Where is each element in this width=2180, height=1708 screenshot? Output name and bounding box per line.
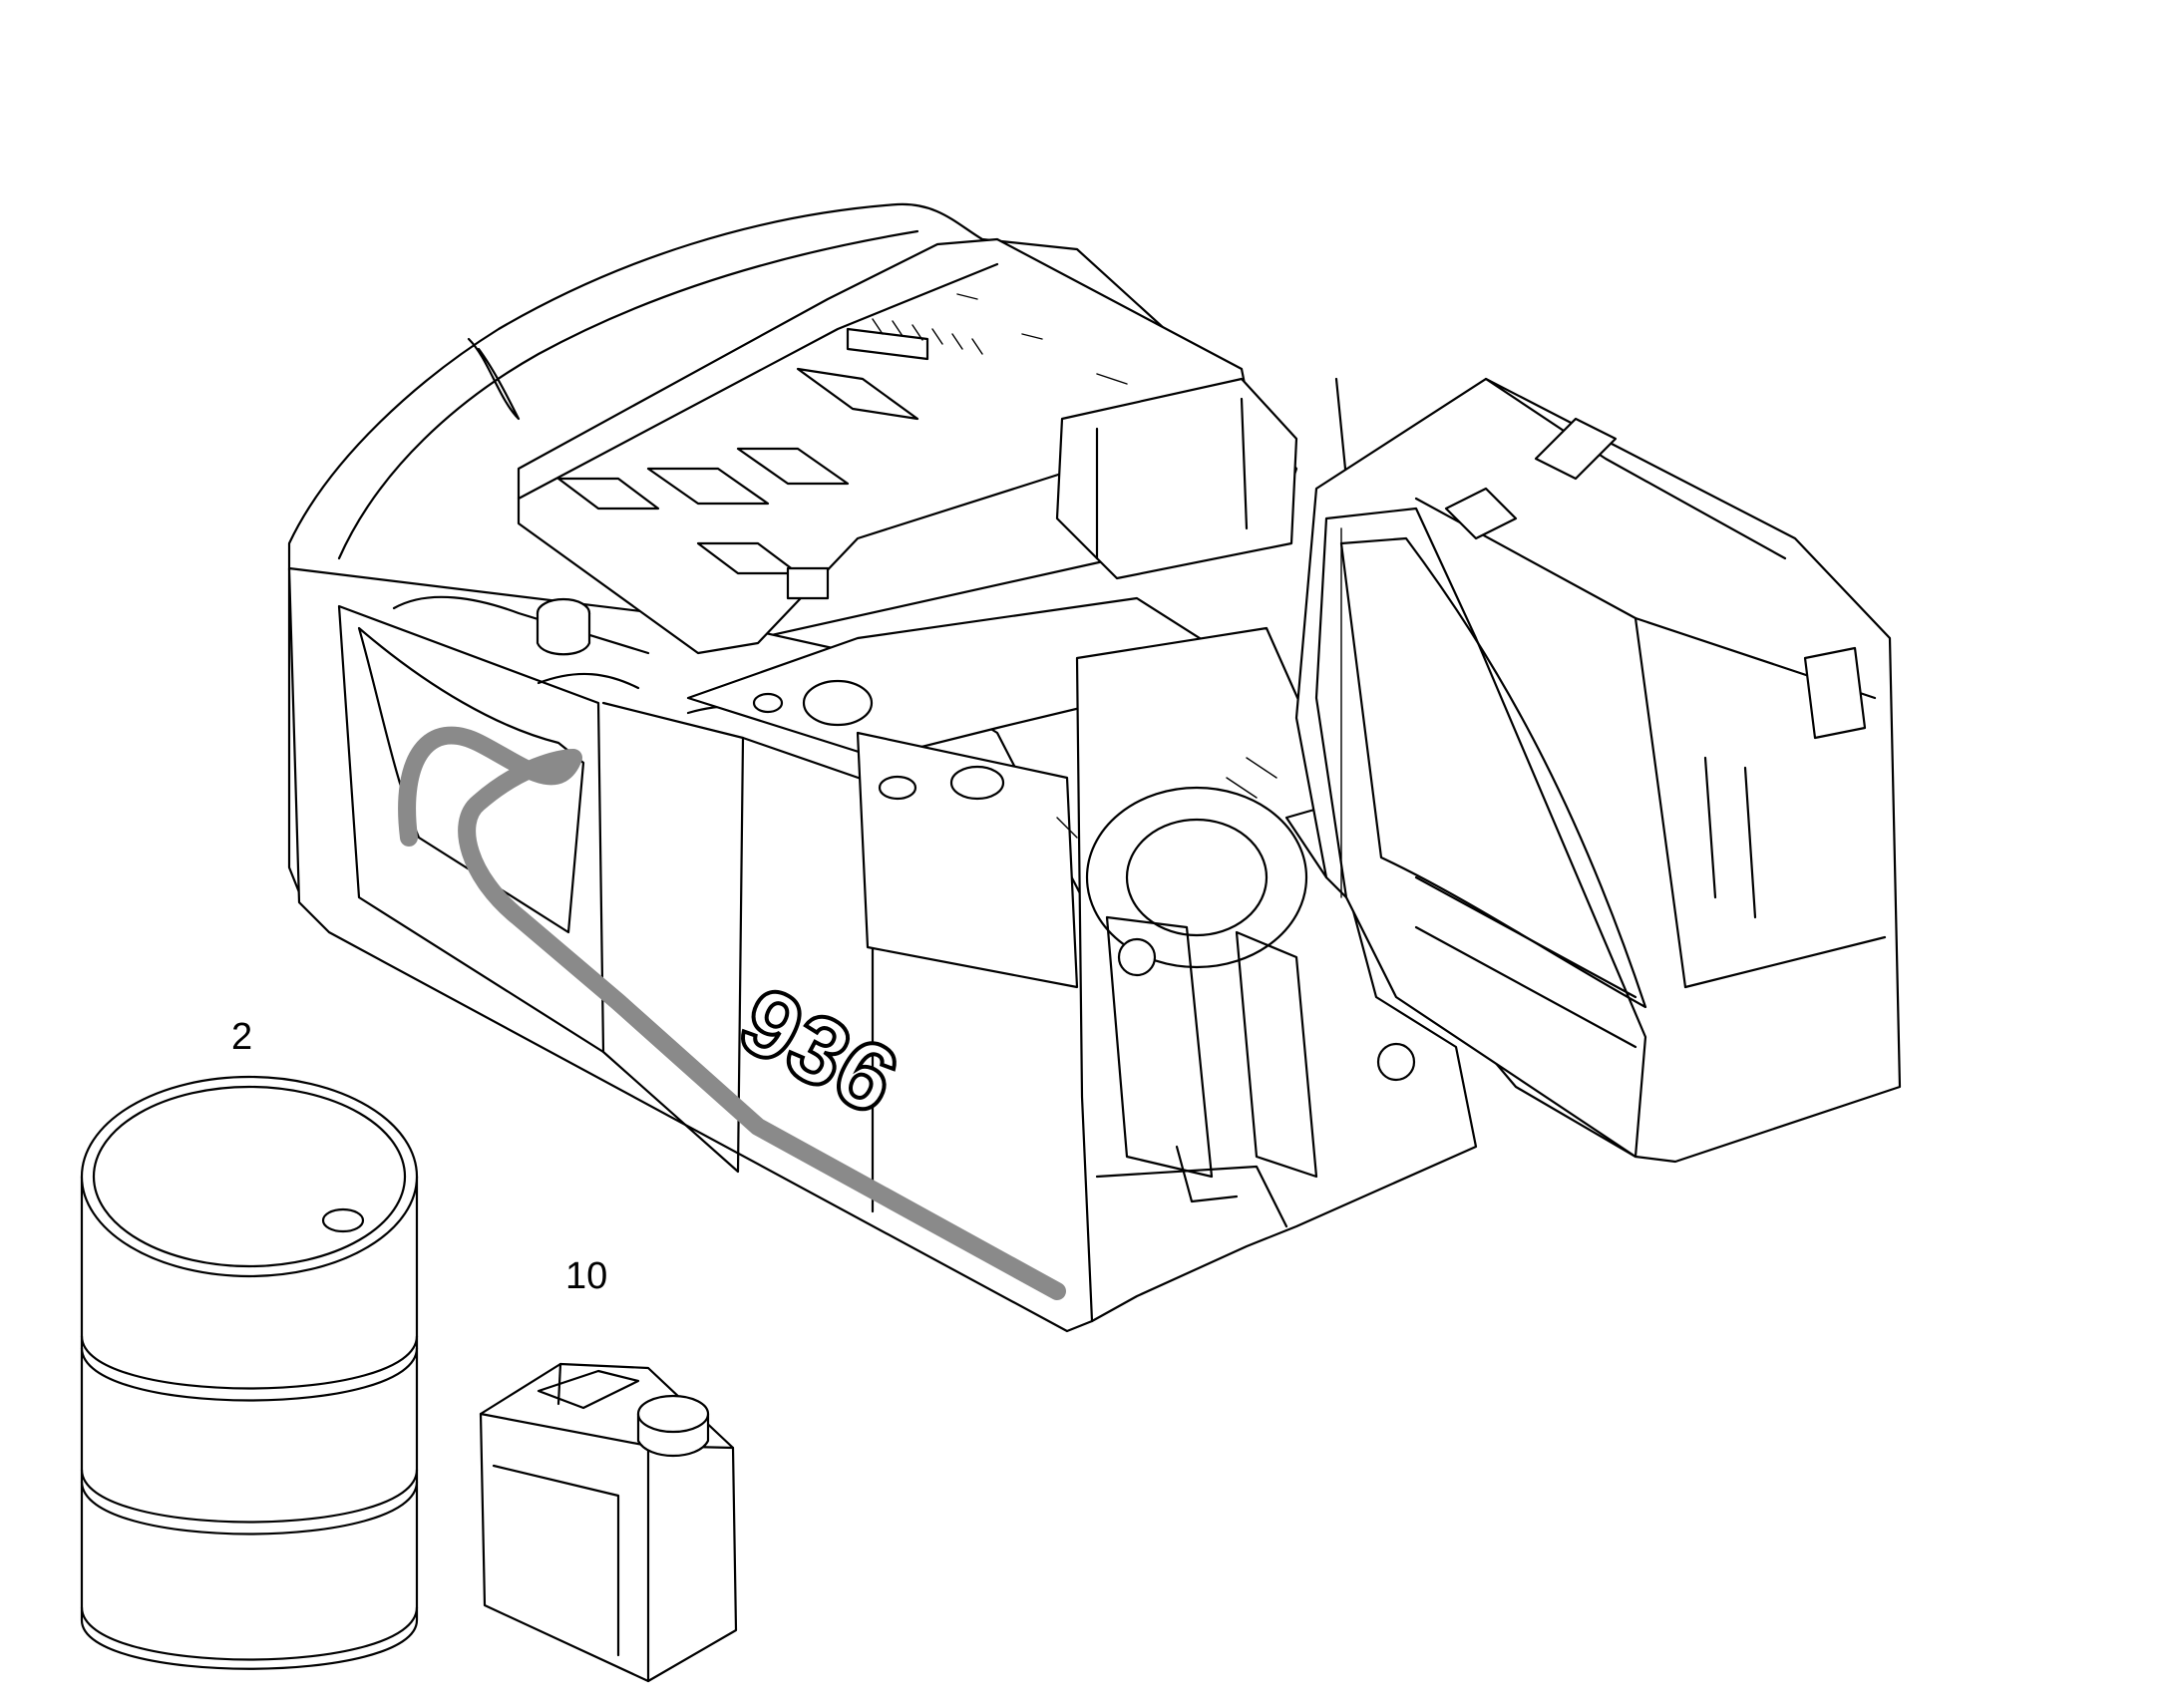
fuel-cap [802,679,874,727]
tank-deck [686,596,1249,989]
main-frame [1056,377,1478,1323]
excavator-upperstructure: 936 [287,202,1902,1333]
drum-bung [321,1207,365,1233]
jerry-can [479,1362,738,1683]
radiator-housing [1055,377,1298,580]
callout-canister: 10 [565,1255,607,1297]
oil-drum [80,1075,419,1670]
side-stripe [398,726,1066,1300]
operator-cab [1294,377,1902,1164]
callout-drum: 2 [231,1016,252,1058]
hydraulic-cap [949,765,1005,801]
engine-hood [517,237,1254,656]
drum-lid [80,1075,419,1278]
